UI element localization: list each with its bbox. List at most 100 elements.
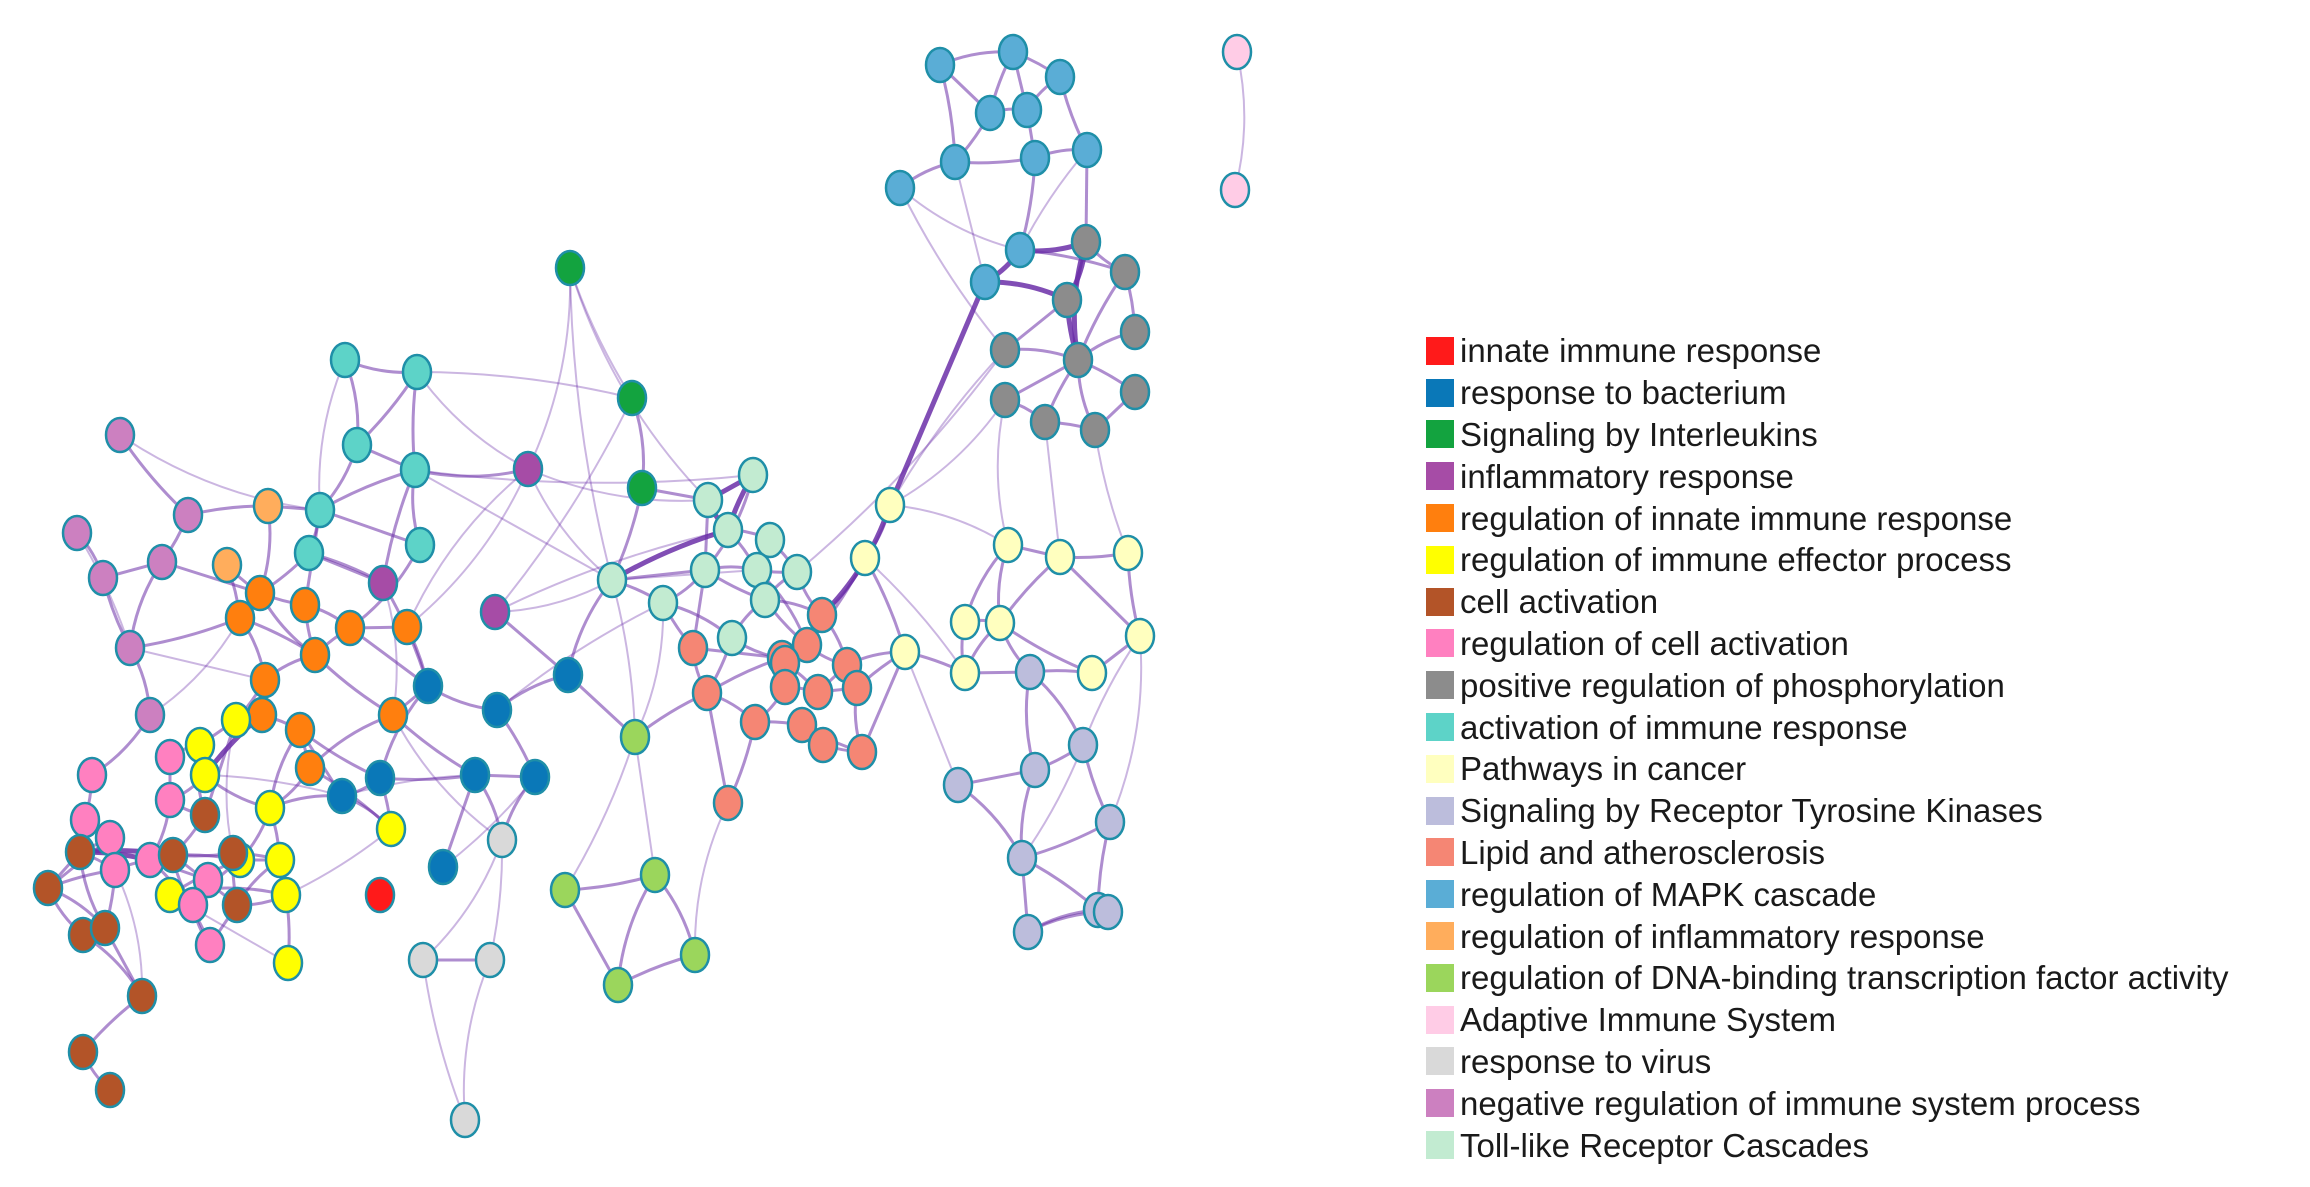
- edge-m9-p5: [899, 187, 1006, 351]
- node-phosphorylation: [1062, 341, 1094, 379]
- node-cancer: [949, 603, 981, 641]
- node-phosphorylation: [1051, 281, 1083, 319]
- legend-swatch-lipid: [1426, 838, 1454, 867]
- edge-b6-y3: [204, 774, 343, 797]
- legend-swatch-mapk: [1426, 880, 1454, 909]
- node-tlr: [737, 456, 769, 494]
- legend-swatch-inflammatory: [1426, 462, 1454, 491]
- edge-g1-t6: [611, 579, 636, 738]
- legend-item-innate: innate immune response: [1426, 330, 2229, 372]
- legend-item-dna-binding: regulation of DNA-binding transcription …: [1426, 957, 2229, 999]
- node-cancer: [1112, 534, 1144, 572]
- legend-swatch-rtk: [1426, 796, 1454, 825]
- edge-g5-l15: [693, 802, 729, 956]
- edge-k6-s5: [1109, 635, 1143, 823]
- node-tlr: [647, 584, 679, 622]
- legend-label-reg-innate: regulation of innate immune response: [1460, 499, 2013, 537]
- legend-item-rtk: Signaling by Receptor Tyrosine Kinases: [1426, 790, 2229, 832]
- node-virus: [474, 941, 506, 979]
- node-interleukins: [616, 379, 648, 417]
- node-innate: [364, 876, 396, 914]
- legend-swatch-reg-inflammatory: [1426, 922, 1454, 951]
- node-dna-binding: [679, 936, 711, 974]
- legend-swatch-virus: [1426, 1047, 1454, 1076]
- network-edges: [46, 50, 1246, 1121]
- node-inflammatory: [479, 593, 511, 631]
- node-adaptive: [1221, 33, 1253, 71]
- legend-item-neg-reg: negative regulation of immune system pro…: [1426, 1082, 2229, 1124]
- edge-o5-in1: [406, 468, 529, 628]
- legend-swatch-reg-innate: [1426, 504, 1454, 533]
- legend-swatch-activation-immune: [1426, 713, 1454, 742]
- node-cell-activation: [221, 886, 253, 924]
- node-reg-cell-activation: [94, 819, 126, 857]
- node-reg-innate: [249, 661, 281, 699]
- enrichment-network: [32, 33, 1253, 1139]
- node-cancer: [949, 654, 981, 692]
- node-rtk: [1067, 726, 1099, 764]
- node-phosphorylation: [1119, 373, 1151, 411]
- node-interleukins: [554, 249, 586, 287]
- legend-item-reg-cell-activation: regulation of cell activation: [1426, 623, 2229, 665]
- node-bacterium: [326, 777, 358, 815]
- node-tlr: [692, 481, 724, 519]
- node-rtk: [1019, 751, 1051, 789]
- node-rtk: [1006, 839, 1038, 877]
- node-cell-activation: [189, 796, 221, 834]
- node-lipid: [841, 669, 873, 707]
- legend-swatch-neg-reg: [1426, 1089, 1454, 1118]
- node-rtk: [942, 766, 974, 804]
- edge-t6-ac4: [414, 469, 613, 581]
- node-dna-binding: [619, 718, 651, 756]
- node-cell-activation: [157, 836, 189, 874]
- node-reg-effector: [272, 944, 304, 982]
- node-phosphorylation: [1070, 223, 1102, 261]
- node-mapk: [1019, 139, 1051, 177]
- node-lipid: [769, 668, 801, 706]
- node-reg-cell-activation: [194, 926, 226, 964]
- legend-item-mapk: regulation of MAPK cascade: [1426, 873, 2229, 915]
- node-rtk: [1012, 913, 1044, 951]
- edge-n6-o7: [129, 647, 266, 681]
- edge-v3-v4: [462, 959, 491, 1121]
- node-lipid: [712, 784, 744, 822]
- node-reg-cell-activation: [99, 851, 131, 889]
- node-reg-innate: [294, 749, 326, 787]
- node-neg-reg: [172, 496, 204, 534]
- node-virus: [486, 821, 518, 859]
- edge-g1-g3: [634, 736, 656, 876]
- node-adaptive: [1219, 171, 1251, 209]
- node-reg-effector: [375, 810, 407, 848]
- node-cancer: [1076, 654, 1108, 692]
- node-activation-immune: [401, 353, 433, 391]
- node-rtk: [1014, 653, 1046, 691]
- node-tlr: [712, 511, 744, 549]
- node-reg-effector: [254, 789, 286, 827]
- node-mapk: [1071, 131, 1103, 169]
- node-rtk: [1094, 803, 1126, 841]
- edge-in1-il1: [527, 267, 572, 470]
- node-lipid: [786, 706, 818, 744]
- legend-label-reg-inflammatory: regulation of inflammatory response: [1460, 917, 1985, 955]
- legend-item-reg-innate: regulation of innate immune response: [1426, 497, 2229, 539]
- edge-m6-m11: [954, 161, 986, 283]
- node-mapk: [1044, 58, 1076, 96]
- legend-label-dna-binding: regulation of DNA-binding transcription …: [1460, 959, 2229, 997]
- edge-t8-p5: [796, 349, 1006, 573]
- legend-swatch-bacterium: [1426, 378, 1454, 407]
- edge-m9-m10: [899, 187, 1021, 251]
- legend-item-virus: response to virus: [1426, 1041, 2229, 1083]
- legend-label-innate: innate immune response: [1460, 332, 1822, 370]
- node-bacterium: [459, 756, 491, 794]
- node-reg-cell-activation: [154, 738, 186, 776]
- edge-a1-a2: [1234, 51, 1246, 191]
- node-virus: [449, 1101, 481, 1139]
- node-activation-immune: [304, 491, 336, 529]
- legend-label-rtk: Signaling by Receptor Tyrosine Kinases: [1460, 792, 2043, 830]
- legend-label-lipid: Lipid and atherosclerosis: [1460, 833, 1826, 871]
- edge-il2-ac2: [416, 371, 633, 399]
- legend-swatch-tlr: [1426, 1131, 1454, 1160]
- edge-ac5-ac6: [319, 508, 421, 547]
- node-cancer: [889, 633, 921, 671]
- edge-k1-k3: [889, 504, 1009, 546]
